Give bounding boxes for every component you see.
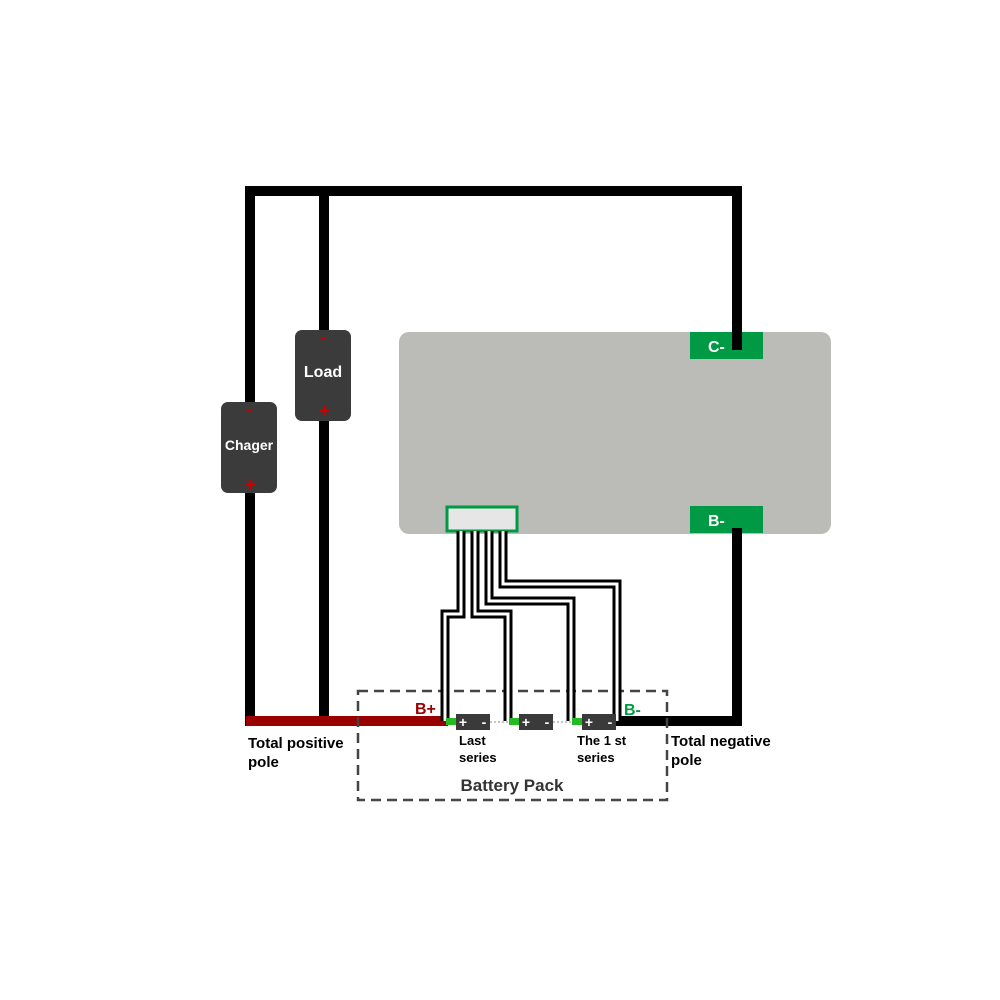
c-minus-pad <box>690 332 763 359</box>
balance-lead-2 <box>470 531 513 721</box>
last-series-label-line1: Last <box>459 733 486 748</box>
total-positive-label-line2: pole <box>248 754 279 771</box>
negative-wire <box>607 528 742 726</box>
charger-module: - Chager + <box>221 399 277 496</box>
balance-connector <box>445 505 519 533</box>
cell-minus-sign: - <box>482 714 487 730</box>
load-plus-sign: + <box>319 400 331 422</box>
b-minus-label: B- <box>708 513 725 530</box>
pack-b-minus-label: B- <box>624 702 641 719</box>
load-label: Load <box>304 364 342 381</box>
last-series-label-line2: series <box>459 750 497 765</box>
cell-plus-sign: + <box>585 714 593 730</box>
cell-middle-series: + - <box>519 714 553 730</box>
charger-plus-sign: + <box>244 474 256 496</box>
cell-minus-sign: - <box>608 714 613 730</box>
first-series-label-line1: The 1 st <box>577 733 627 748</box>
total-negative-label-line1: Total negative <box>671 733 771 750</box>
cell-plus-sign: + <box>459 714 467 730</box>
cell-first-series: + - <box>582 714 616 730</box>
c-minus-label: C- <box>708 339 725 356</box>
balance-lead-1 <box>440 531 466 721</box>
load-module: - Load + <box>295 327 351 422</box>
first-series-label-line2: series <box>577 750 615 765</box>
load-minus-sign: - <box>320 327 326 347</box>
cell-links <box>446 718 582 725</box>
total-positive-label-line1: Total positive <box>248 735 344 752</box>
battery-pack-title: Battery Pack <box>460 776 564 795</box>
balance-lead-3 <box>484 531 576 721</box>
pack-b-plus-label: B+ <box>415 701 436 718</box>
charger-minus-sign: - <box>246 399 252 419</box>
charger-label: Chager <box>225 437 274 453</box>
balance-leads <box>440 531 622 721</box>
cell-plus-sign: + <box>522 714 530 730</box>
protection-board <box>399 332 831 534</box>
cell-minus-sign: - <box>545 714 550 730</box>
b-minus-pad <box>690 506 763 533</box>
total-negative-label-line2: pole <box>671 752 702 769</box>
balance-lead-4 <box>498 531 622 721</box>
cell-last-series: + - <box>456 714 490 730</box>
